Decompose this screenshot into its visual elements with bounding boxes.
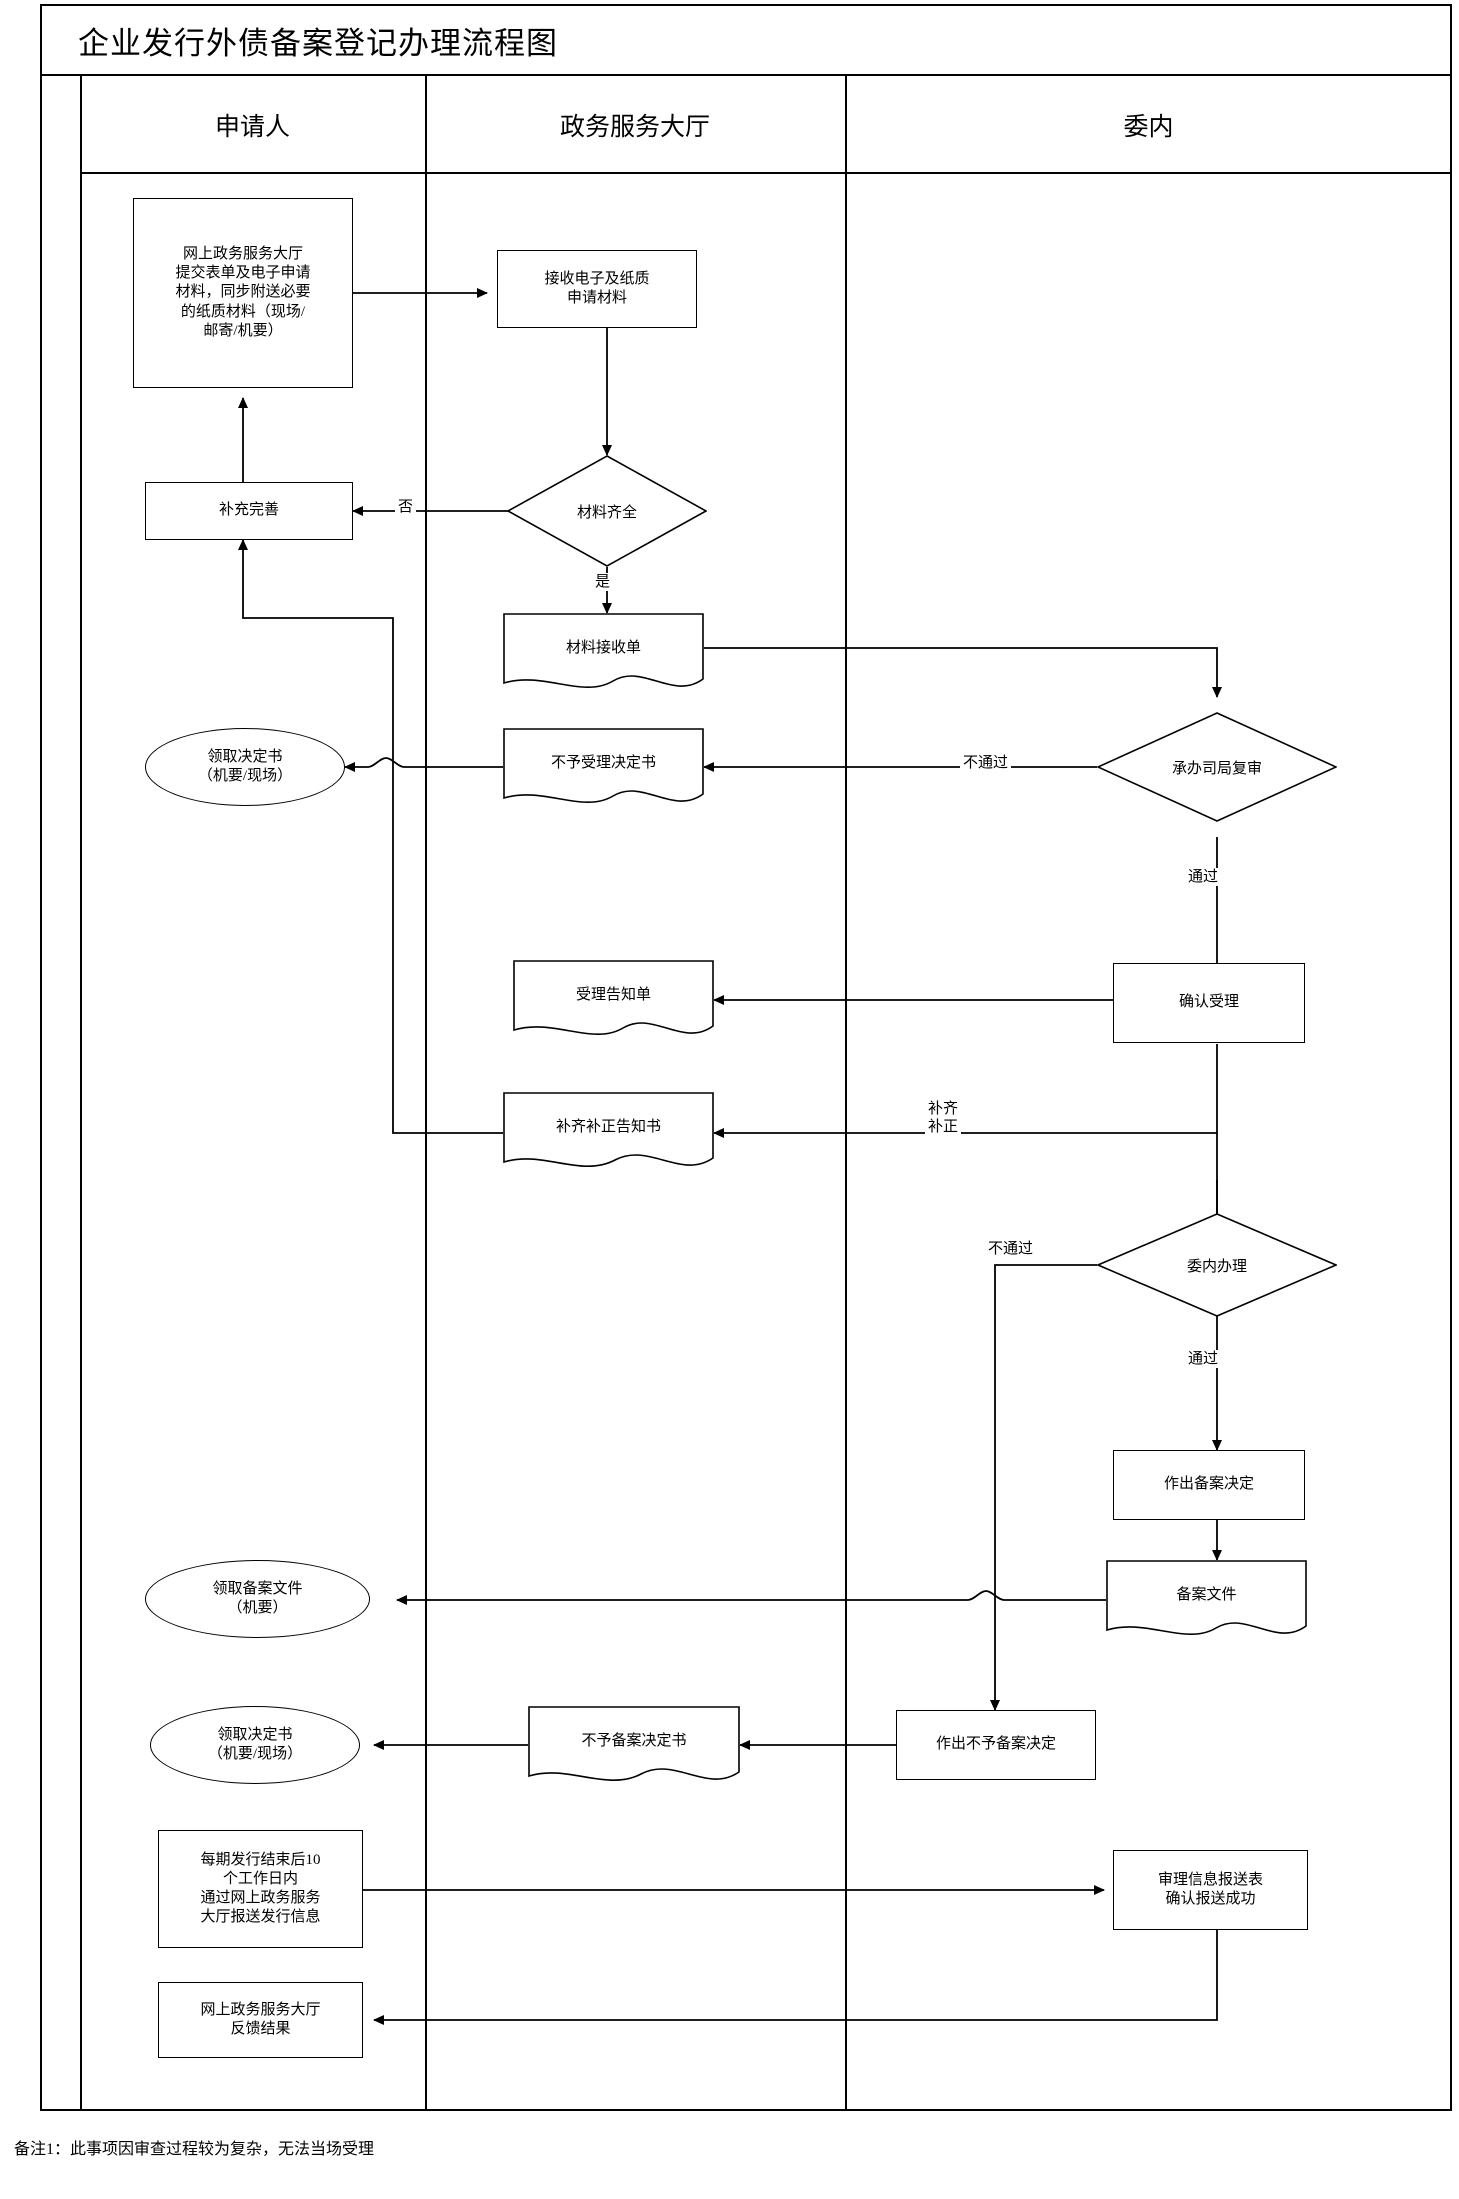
line: 每期发行结束后10 (200, 1851, 321, 1868)
document-shape (528, 1706, 740, 1782)
edge-label-yes-complete: 是 (592, 573, 614, 591)
lane-header-internal-label: 委内 (1123, 114, 1174, 141)
diagram-outer-frame (40, 4, 1452, 2111)
node-pickup-decision-1-label: 领取决定书 （机要/现场） (198, 748, 292, 786)
line: （机要） (227, 1600, 288, 1616)
node-make-record-decision[interactable]: 作出备案决定 (1113, 1450, 1305, 1520)
lane-header-internal: 委内 (845, 107, 1452, 143)
line: 邮寄/机要） (203, 322, 283, 339)
node-receive-materials[interactable]: 接收电子及纸质 申请材料 (497, 250, 697, 328)
node-internal-handle-label: 委内办理 (1186, 1258, 1247, 1275)
footnote: 备注1：此事项因审查过程较为复杂，无法当场受理 (14, 2141, 375, 2158)
node-reject-acceptance-doc-label: 不予受理决定书 (550, 755, 656, 772)
edge-label-internal-pass: 通过 (1185, 1350, 1222, 1368)
lane-header-divider (80, 172, 1452, 174)
line: 反馈结果 (230, 2021, 291, 2037)
line: 通过网上政务服务 (200, 1890, 321, 1906)
line: 领取备案文件 (212, 1580, 303, 1597)
line: 接收电子及纸质 (544, 270, 650, 287)
lane-separator-2 (845, 74, 847, 2111)
line: 领取决定书 (217, 1726, 293, 1743)
node-material-receipt-label: 材料接收单 (565, 640, 641, 657)
node-pickup-decision-2[interactable]: 领取决定书 （机要/现场） (150, 1706, 360, 1784)
node-record-file-label: 备案文件 (1176, 1587, 1237, 1604)
line: 网上政务服务大厅 (200, 2001, 321, 2018)
edge-label-review-fail: 不通过 (960, 754, 1012, 772)
node-report-issue-info[interactable]: 每期发行结束后10 个工作日内 通过网上政务服务 大厅报送发行信息 (158, 1830, 363, 1948)
document-shape (503, 728, 704, 804)
node-make-record-decision-label: 作出备案决定 (1163, 1476, 1254, 1493)
document-shape (503, 613, 704, 689)
node-no-record-doc[interactable]: 不予备案决定书 (528, 1706, 740, 1788)
node-online-submit-label: 网上政务服务大厅 提交表单及电子申请 材料，同步附送必要 的纸质材料（现场/ 邮… (169, 245, 316, 341)
lane-separator-left (80, 74, 82, 2111)
node-confirm-acceptance[interactable]: 确认受理 (1113, 963, 1305, 1043)
lane-header-applicant: 申请人 (80, 107, 425, 143)
node-record-file[interactable]: 备案文件 (1106, 1560, 1307, 1642)
node-pickup-decision-1[interactable]: 领取决定书 （机要/现场） (145, 728, 345, 806)
node-internal-handle[interactable]: 委内办理 (1097, 1213, 1337, 1317)
edge-label-correction-line1: 补齐 (928, 1101, 959, 1117)
lane-header-service-hall: 政务服务大厅 (425, 107, 845, 143)
line: 的纸质材料（现场/ (180, 303, 306, 320)
line: （机要/现场） (197, 768, 293, 784)
lane-header-applicant-label: 申请人 (214, 114, 290, 141)
lane-header-service-hall-label: 政务服务大厅 (559, 114, 710, 141)
node-pickup-record-file[interactable]: 领取备案文件 （机要） (145, 1560, 370, 1638)
node-dept-review[interactable]: 承办司局复审 (1097, 712, 1337, 822)
edge-label-review-pass: 通过 (1185, 868, 1222, 886)
node-no-record-doc-label: 不予备案决定书 (581, 1733, 687, 1750)
node-correction-notice-label: 补齐补正告知书 (555, 1119, 661, 1136)
edge-label-correction-line2: 补正 (928, 1119, 959, 1135)
line: 领取决定书 (207, 748, 283, 765)
document-shape (513, 960, 714, 1036)
node-materials-complete[interactable]: 材料齐全 (507, 455, 707, 567)
line: 审理信息报送表 (1157, 1871, 1263, 1888)
node-make-no-record-decision[interactable]: 作出不予备案决定 (896, 1710, 1096, 1780)
edge-label-no-complete: 否 (395, 498, 417, 516)
node-supplement-label: 补充完善 (218, 502, 279, 519)
line: （机要/现场） (207, 1746, 303, 1762)
edge-label-internal-fail: 不通过 (985, 1240, 1037, 1258)
line: 确认报送成功 (1165, 1891, 1256, 1907)
node-pickup-decision-2-label: 领取决定书 （机要/现场） (208, 1726, 302, 1764)
node-dept-review-label: 承办司局复审 (1171, 760, 1262, 777)
lane-separator-1 (425, 74, 427, 2111)
node-confirm-acceptance-label: 确认受理 (1178, 994, 1239, 1011)
document-shape (503, 1092, 714, 1168)
node-material-receipt[interactable]: 材料接收单 (503, 613, 704, 695)
node-review-info-form-label: 审理信息报送表 确认报送成功 (1158, 1871, 1263, 1909)
node-reject-acceptance-doc[interactable]: 不予受理决定书 (503, 728, 704, 810)
node-feedback-result-label: 网上政务服务大厅 反馈结果 (200, 2001, 320, 2039)
page-title: 企业发行外债备案登记办理流程图 (78, 26, 558, 61)
node-feedback-result[interactable]: 网上政务服务大厅 反馈结果 (158, 1982, 363, 2058)
line: 大厅报送发行信息 (200, 1909, 321, 1926)
node-pickup-record-file-label: 领取备案文件 （机要） (212, 1580, 302, 1618)
node-report-issue-info-label: 每期发行结束后10 个工作日内 通过网上政务服务 大厅报送发行信息 (196, 1851, 324, 1928)
node-acceptance-notice[interactable]: 受理告知单 (513, 960, 714, 1042)
node-review-info-form[interactable]: 审理信息报送表 确认报送成功 (1113, 1850, 1308, 1930)
line: 提交表单及电子申请 (175, 265, 311, 282)
line: 材料，同步附送必要 (175, 284, 311, 301)
line: 申请材料 (566, 290, 627, 306)
line: 个工作日内 (222, 1870, 298, 1887)
line: 网上政务服务大厅 (182, 246, 303, 263)
node-make-no-record-decision-label: 作出不予备案决定 (935, 1736, 1056, 1753)
node-acceptance-notice-label: 受理告知单 (575, 987, 651, 1004)
document-shape (1106, 1560, 1307, 1636)
node-materials-complete-label: 材料齐全 (576, 504, 637, 521)
edge-label-correction: 补齐 补正 (925, 1100, 962, 1136)
node-supplement[interactable]: 补充完善 (145, 482, 353, 540)
node-receive-materials-label: 接收电子及纸质 申请材料 (544, 270, 649, 308)
title-divider (40, 74, 1452, 76)
node-correction-notice[interactable]: 补齐补正告知书 (503, 1092, 714, 1174)
node-online-submit[interactable]: 网上政务服务大厅 提交表单及电子申请 材料，同步附送必要 的纸质材料（现场/ 邮… (133, 198, 353, 388)
